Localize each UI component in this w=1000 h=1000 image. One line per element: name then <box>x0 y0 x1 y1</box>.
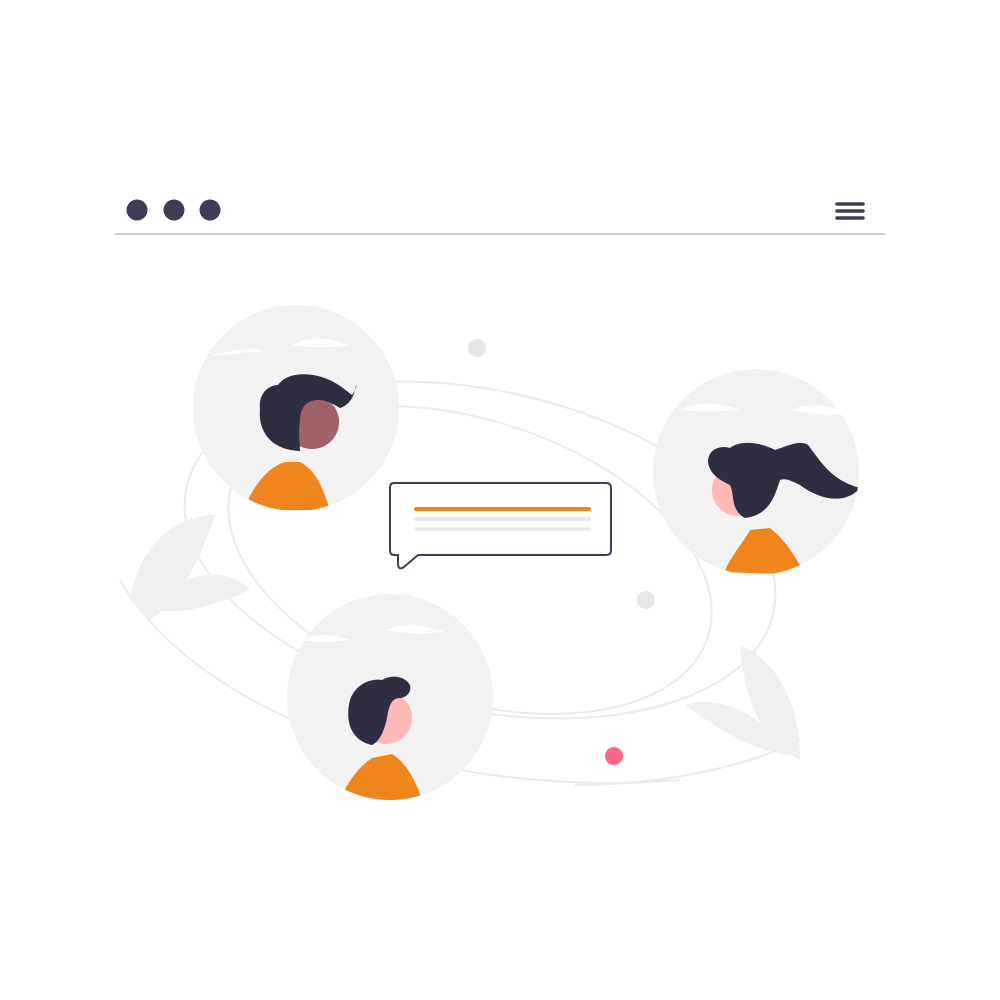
dot-icon[interactable] <box>163 199 185 221</box>
avatar-person-top-left[interactable] <box>193 305 399 511</box>
hamburger-menu-icon[interactable] <box>835 202 865 220</box>
window-controls <box>126 199 221 221</box>
avatar-person-right[interactable] <box>653 369 860 575</box>
grey-dot <box>468 339 486 357</box>
dot-icon[interactable] <box>199 199 221 221</box>
grey-dot <box>637 591 655 609</box>
avatar-person-bottom[interactable] <box>287 594 493 800</box>
dot-icon[interactable] <box>126 199 148 221</box>
leaf-decoration <box>130 515 800 760</box>
chat-bubble-icon[interactable] <box>389 482 612 570</box>
pink-dot <box>605 747 623 765</box>
